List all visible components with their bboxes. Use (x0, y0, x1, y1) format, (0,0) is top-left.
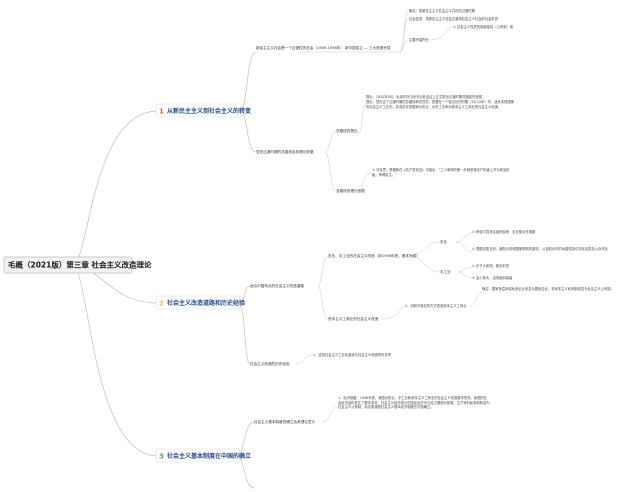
section-1-node[interactable]: 1 从新民主主义到社会主义的转变 (155, 103, 251, 118)
section-2-node[interactable]: 2 社会主义改造道路和历史经验 (155, 295, 245, 310)
root-title: 毛概（2021版）第三章 社会主义改造理论 (8, 260, 152, 270)
section-3-node[interactable]: 3 社会主义基本制度在中国的确立 (155, 448, 251, 463)
s2-craft-leaf-2: ② 由小到大，由低级到高级 (472, 275, 513, 280)
s1-general-line: 党在过渡时期的总路线及其理论依据 (256, 149, 314, 154)
s2-craft-leaf-1: ① 步子大体快，稳步前进 (472, 263, 510, 268)
section-3-number-badge: 3 (159, 453, 164, 461)
s1-leaf-concept: 概念：属新民主主义社会主义并存的过渡时期 (409, 8, 476, 13)
s1-transition-period: 新中国成立 — 三大改造完成 (345, 45, 391, 50)
s1-leaf-contradiction: 主要矛盾所在 (409, 37, 429, 42)
s1-leaf-contradiction-sub: ① 社会主义性质的因素独特（公有制）增 (453, 24, 513, 29)
section-2-title: 社会主义改造道路和历史经验 (166, 299, 245, 307)
s2-agri-craft-transform: 农业、手工业的社会主义改造（到1956年底，基本完成） (328, 253, 420, 258)
root-node[interactable]: 毛概（2021版）第三章 社会主义改造理论 (3, 256, 152, 274)
s3-basic-system: 社会主义基本制度的确立及其理论意义 (254, 419, 315, 424)
s2-redemption-detail: 赎买：国家有偿地将私营企业改变为国营企业，将资本主义私有制改变为社会主义公有制。 (482, 287, 614, 291)
section-1-number-badge: 1 (159, 108, 164, 116)
s3-economic-system-text: 1、经济制度：1956年底，我国对农业、手工业和资本主义工商业的社会主义改造基本… (338, 396, 490, 410)
s2-agri-leaf-1: ① 积极引导农民组织起来，走互助合作道路 (472, 229, 536, 234)
s2-experience-leaf: 1、坚持社会主义工业化建设与社会主义改造同时并举 (313, 352, 392, 357)
section-1-title: 从新民主主义到社会主义的转变 (167, 107, 251, 115)
s2-handicraft: 手工业 (440, 269, 451, 274)
section-3-title: 社会主义基本制度在中国的确立 (166, 452, 251, 460)
s1-proposal-detail: 提出：党在这个过渡时期的总路线和总任务，是要在一个相当长的时期（10-15年）内… (366, 100, 515, 109)
s1-theoretical-basis-text: ① 马克思、恩格斯在《共产党宣言》中指出：“工人革命的第一步就是使无产阶级上升为… (372, 168, 510, 177)
s2-historical-experience: 社会主义改造的历史经验 (250, 361, 290, 366)
s1-theoretical-basis: 总路线的理论依据 (336, 188, 365, 193)
s2-peaceful-redemption: 1、用和平赎买的方式改造资本主义工商业 (405, 303, 467, 308)
s1-general-line-proposal: 总路线的提出 (336, 128, 358, 133)
s1-proposal-text: 提出：1952年9月，毛泽东在中央书记处会议上正式提出过渡时期总路线的设想 (366, 94, 483, 99)
s2-agri-leaf-2: ② 遵循自愿互利、典型示范和国家帮助的原则，以互助合作的优越性吸引农民自愿加入合… (472, 247, 608, 251)
s2-agriculture: 农业 (440, 239, 448, 244)
s1-transition-society: 新民主主义社会是一个过渡性的社会（1949-1956年） (256, 45, 344, 50)
s2-chinese-path: 适合中国特点的社会主义改造道路 (250, 283, 304, 288)
section-2-number-badge: 2 (159, 300, 164, 308)
s1-leaf-nature: 社会性质：是新民主主义社会过渡到社会主义社会的社会形态 (409, 16, 499, 21)
s2-capitalist-transform: 资本主义工商业的社会主义改造 (328, 316, 379, 321)
connectors (71, 11, 483, 489)
